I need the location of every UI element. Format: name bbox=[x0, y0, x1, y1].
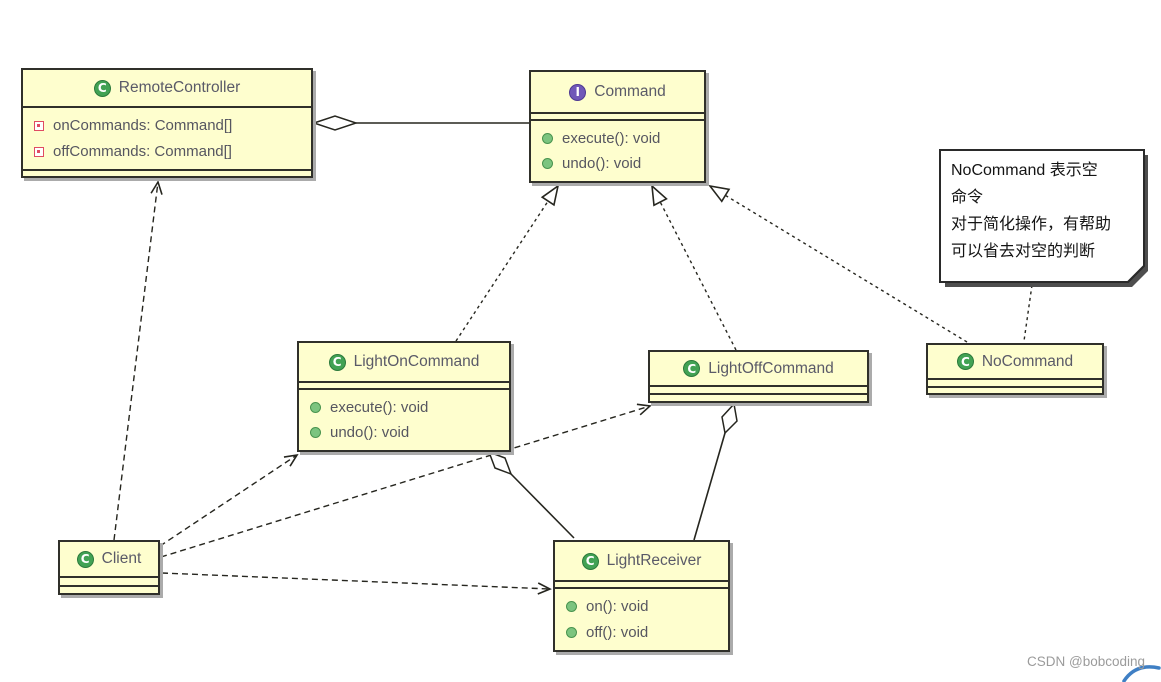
class-icon: C bbox=[581, 552, 599, 570]
class-icon: C bbox=[683, 360, 701, 377]
methods-compartment: execute(): void undo(): void bbox=[531, 119, 704, 181]
field-icon bbox=[34, 146, 44, 157]
class-name: RemoteController bbox=[118, 79, 241, 96]
empty-methods-compartment bbox=[928, 385, 1102, 394]
interface-icon: I bbox=[569, 83, 587, 101]
empty-fields-compartment bbox=[531, 112, 704, 119]
edge-client-uses-remote[interactable] bbox=[113, 180, 163, 541]
method-row[interactable]: undo(): void bbox=[310, 424, 509, 441]
class-title: C LightOffCommand bbox=[650, 352, 867, 385]
empty-fields-compartment bbox=[650, 385, 867, 393]
note-line: NoCommand 表示空 bbox=[951, 162, 1098, 179]
watermark-text: CSDN @bobcoding bbox=[1026, 654, 1145, 669]
edge-lightoff-aggregates-receiver[interactable] bbox=[693, 402, 738, 541]
empty-fields-compartment bbox=[60, 576, 158, 585]
field-text: onCommands: Command[] bbox=[53, 117, 233, 134]
method-row[interactable]: on(): void bbox=[566, 598, 728, 615]
empty-fields-compartment bbox=[928, 378, 1102, 386]
class-icon: C bbox=[328, 353, 346, 371]
edge-lighton-implements-command[interactable] bbox=[455, 186, 558, 342]
method-icon bbox=[542, 132, 553, 144]
class-node-nocommand[interactable]: C NoCommand bbox=[926, 343, 1104, 395]
field-row[interactable]: offCommands: Command[] bbox=[34, 143, 311, 160]
edge-lighton-aggregates-receiver[interactable] bbox=[487, 450, 575, 539]
empty-fields-compartment bbox=[299, 381, 509, 388]
empty-fields-compartment bbox=[555, 580, 728, 587]
method-row[interactable]: off(): void bbox=[566, 624, 728, 641]
fields-compartment: onCommands: Command[] offCommands: Comma… bbox=[23, 106, 311, 169]
method-row[interactable]: undo(): void bbox=[542, 155, 704, 172]
edge-note-to-nocommand[interactable] bbox=[1023, 284, 1033, 342]
method-row[interactable]: execute(): void bbox=[542, 130, 704, 147]
method-icon bbox=[566, 601, 577, 612]
class-name: LightOnCommand bbox=[353, 353, 480, 370]
field-text: offCommands: Command[] bbox=[53, 143, 232, 160]
class-name: Command bbox=[594, 83, 666, 100]
edge-client-uses-lighton[interactable] bbox=[159, 453, 299, 547]
method-row[interactable]: execute(): void bbox=[310, 399, 509, 416]
empty-methods-compartment bbox=[23, 169, 311, 176]
method-text: undo(): void bbox=[562, 155, 642, 173]
edge-client-uses-lightoff[interactable] bbox=[160, 403, 652, 558]
method-icon bbox=[542, 158, 553, 170]
empty-methods-compartment bbox=[650, 393, 867, 401]
class-title: C RemoteController bbox=[23, 70, 311, 106]
method-icon bbox=[566, 627, 577, 638]
note-line: 命令 bbox=[951, 189, 984, 206]
method-text: execute(): void bbox=[562, 129, 661, 147]
class-node-command[interactable]: I Command execute(): void undo(): void bbox=[529, 70, 706, 183]
methods-compartment: execute(): void undo(): void bbox=[299, 388, 509, 450]
field-row[interactable]: onCommands: Command[] bbox=[34, 117, 311, 134]
edge-nocommand-implements-command[interactable] bbox=[710, 186, 968, 343]
class-name: Client bbox=[101, 550, 142, 567]
class-title: C NoCommand bbox=[928, 345, 1102, 378]
class-title: C LightOnCommand bbox=[299, 343, 509, 381]
method-icon bbox=[310, 427, 321, 439]
edge-lightoff-implements-command[interactable] bbox=[652, 186, 737, 351]
class-node-lightreceiver[interactable]: C LightReceiver on(): void off(): void bbox=[553, 540, 730, 652]
class-name: NoCommand bbox=[981, 352, 1074, 370]
method-text: undo(): void bbox=[330, 424, 410, 442]
edge-remote-aggregates-command[interactable] bbox=[311, 115, 529, 131]
class-icon: C bbox=[93, 79, 111, 97]
class-name: LightOffCommand bbox=[708, 359, 834, 377]
empty-methods-compartment bbox=[60, 584, 158, 594]
class-node-lightoffcommand[interactable]: C LightOffCommand bbox=[648, 350, 869, 403]
method-text: off(): void bbox=[586, 624, 649, 641]
method-text: execute(): void bbox=[330, 398, 429, 416]
class-node-lightoncommand[interactable]: C LightOnCommand execute(): void undo():… bbox=[297, 341, 511, 452]
method-text: on(): void bbox=[586, 598, 649, 615]
class-title: C LightReceiver bbox=[555, 542, 728, 580]
methods-compartment: on(): void off(): void bbox=[555, 587, 728, 650]
note-shape bbox=[939, 149, 1148, 287]
edge-client-uses-receiver[interactable] bbox=[161, 572, 552, 595]
class-icon: C bbox=[76, 550, 94, 568]
class-node-remotecontroller[interactable]: C RemoteController onCommands: Command[]… bbox=[21, 68, 313, 178]
class-title: C Client bbox=[60, 542, 158, 576]
method-icon bbox=[310, 401, 321, 413]
class-title: I Command bbox=[531, 72, 704, 112]
class-icon: C bbox=[956, 353, 974, 370]
note-nocommand-explanation[interactable]: NoCommand 表示空 命令 对于简化操作，有帮助 可以省去对空的判断 bbox=[939, 149, 1153, 293]
field-icon bbox=[34, 120, 44, 131]
csdn-logo-arc bbox=[1122, 665, 1161, 682]
note-text: NoCommand 表示空 命令 对于简化操作，有帮助 可以省去对空的判断 bbox=[951, 157, 1111, 265]
class-name: LightReceiver bbox=[606, 552, 702, 569]
note-line: 对于简化操作，有帮助 bbox=[951, 216, 1112, 233]
note-line: 可以省去对空的判断 bbox=[951, 243, 1096, 260]
class-node-client[interactable]: C Client bbox=[58, 540, 160, 595]
